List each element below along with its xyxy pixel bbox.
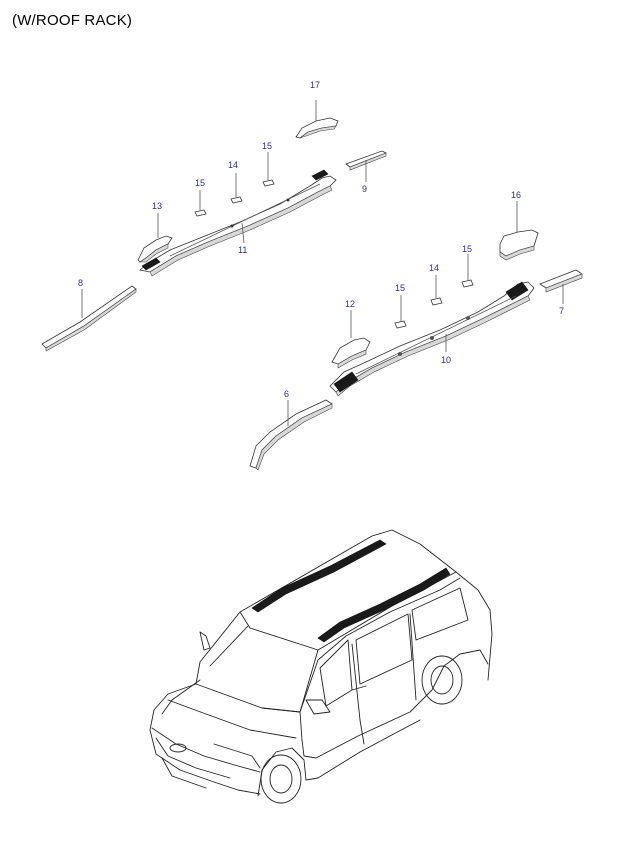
part-6-strip [249, 399, 333, 471]
callout-11: 11 [238, 245, 247, 255]
callout-6: 6 [284, 389, 289, 399]
part-14-clip-b [430, 297, 443, 306]
callout-10: 10 [441, 355, 451, 365]
callout-8: 8 [78, 278, 83, 288]
part-9-strip [345, 150, 387, 171]
part-13-end-cap [137, 235, 173, 263]
callout-14a: 14 [228, 160, 238, 170]
part-15-clip-a [194, 209, 207, 217]
part-14-clip-a [230, 196, 243, 204]
callout-15c: 15 [395, 283, 405, 293]
minivan-illustration [149, 529, 493, 804]
callout-15d: 15 [462, 244, 472, 254]
callout-15b: 15 [262, 141, 272, 151]
callout-9: 9 [362, 184, 367, 194]
part-12-end-cap [331, 337, 371, 369]
callout-12: 12 [345, 299, 355, 309]
callout-17: 17 [310, 80, 320, 90]
diagram-title: (W/ROOF RACK) [12, 12, 133, 29]
part-17-end-cap [295, 117, 339, 139]
part-15-clip-b [262, 179, 275, 187]
callout-16: 16 [511, 190, 521, 200]
part-16-end-cap [499, 229, 539, 261]
callout-14b: 14 [429, 263, 439, 273]
part-8-strip [41, 285, 137, 352]
part-15-clip-c [394, 320, 407, 329]
callout-7: 7 [559, 306, 564, 316]
part-10-roof-rail [329, 281, 535, 397]
part-11-roof-rail [139, 169, 337, 277]
part-15-clip-d [461, 279, 474, 288]
callout-13: 13 [152, 201, 162, 211]
callout-15a: 15 [195, 178, 205, 188]
part-7-strip [539, 269, 583, 293]
